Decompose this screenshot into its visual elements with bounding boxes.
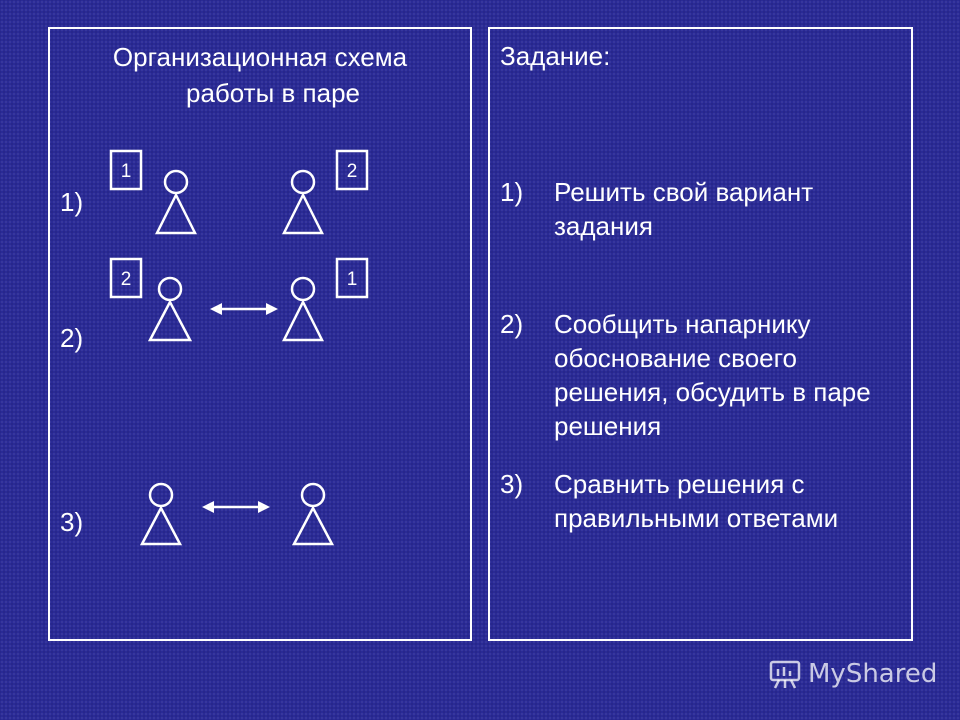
pair-diagram: 1 2 2 1 [109,149,369,546]
row3-left-person-icon [139,482,183,546]
myshared-watermark: MyShared [768,657,937,691]
row3-right-person-icon [291,482,335,546]
row2-right-person-icon [281,276,325,342]
row2-left-badge: 2 [121,269,132,290]
row2-left-person-icon [147,276,193,342]
row3-double-arrow-icon [202,501,270,513]
task-text-2: Сообщить напарнику обоснование своего ре… [554,309,871,441]
row-label-2: 2) [60,323,84,353]
row1-right-badge-box [335,149,369,191]
row2-double-arrow-icon [210,303,278,315]
presentation-board-icon [769,660,801,689]
task-number-2: 2) [500,309,524,339]
task-text-1: Решить свой вариант задания [554,177,814,241]
task-number-1: 1) [500,177,524,207]
org-scheme-panel: Организационная схема работы в паре 1) 2… [48,27,472,641]
task-text-3: Сравнить решения с правильными ответами [554,469,839,533]
row-label-1: 1) [60,187,84,217]
task-panel: Задание: 1) Решить свой вариант задания … [488,27,913,641]
title-line-2: работы в паре [185,78,360,108]
row-label-3: 3) [60,507,84,537]
row1-right-badge: 2 [347,161,358,182]
row2-left-badge-box [109,257,143,299]
task-number-3: 3) [500,469,524,499]
row2-right-badge-box [335,257,369,299]
watermark-text: MyShared [808,659,938,689]
row1-left-badge: 1 [121,161,132,182]
row2-right-badge: 1 [347,269,358,290]
title-line-1: Организационная схема [112,42,408,72]
row1-right-person-icon [281,169,325,235]
row1-left-badge-box [109,149,143,191]
row1-left-person-icon [154,169,198,235]
task-heading: Задание: [500,41,611,71]
org-scheme-title: Организационная схема работы в паре [50,39,470,111]
